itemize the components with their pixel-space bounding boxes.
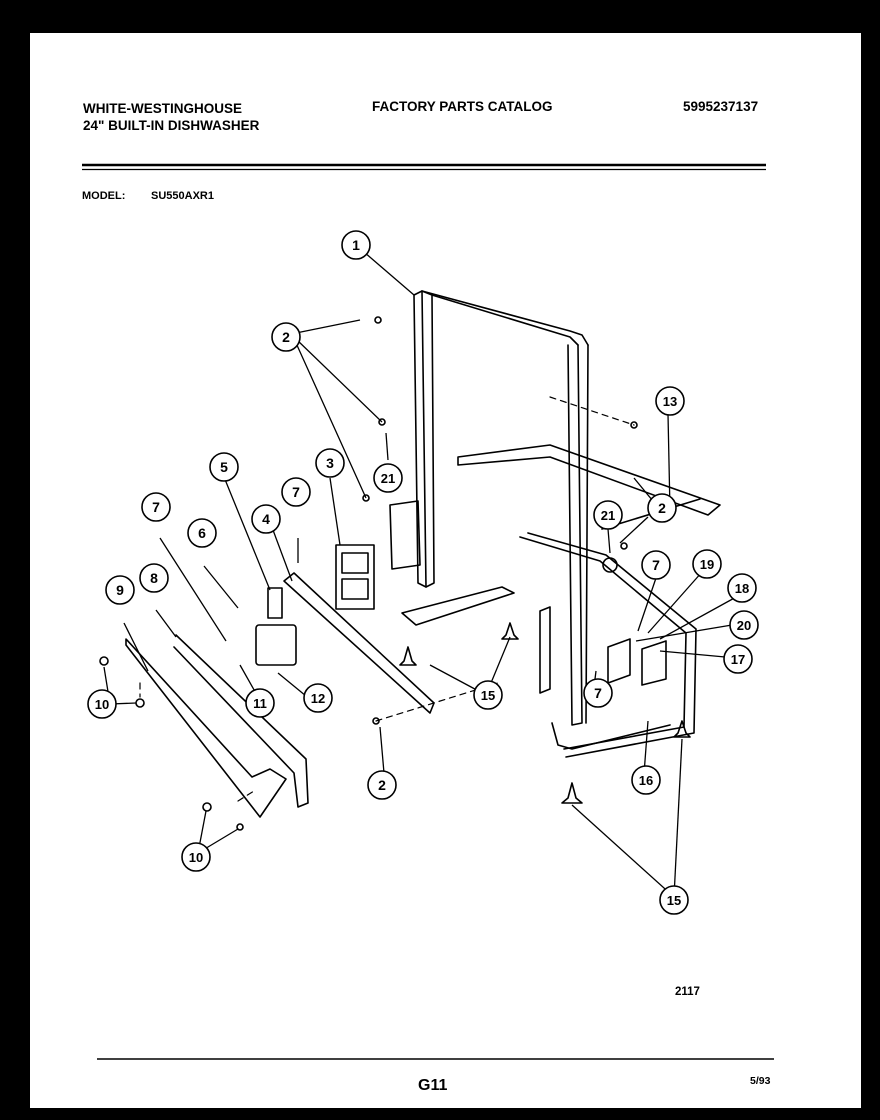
brand-name: WHITE-WESTINGHOUSE	[83, 101, 242, 116]
callout-circle	[473, 680, 503, 710]
callout-circle	[367, 770, 397, 800]
callout-6: 6	[187, 518, 217, 548]
product-name: 24" BUILT-IN DISHWASHER	[83, 118, 260, 133]
callout-number: 4	[262, 511, 270, 527]
callout-number: 16	[639, 773, 653, 788]
callout-20: 20	[729, 610, 759, 640]
callout-circle	[303, 683, 333, 713]
callout-circle	[181, 842, 211, 872]
callout-2: 2	[271, 322, 301, 352]
callout-circle	[647, 493, 677, 523]
model-label: MODEL:	[82, 190, 126, 202]
model-value: SU550AXR1	[151, 190, 214, 202]
callout-10: 10	[87, 689, 117, 719]
callout-7: 7	[281, 477, 311, 507]
callout-circle	[245, 688, 275, 718]
callout-8: 8	[139, 563, 169, 593]
callout-circle	[141, 492, 171, 522]
callout-circle	[641, 550, 671, 580]
callout-7: 7	[141, 492, 171, 522]
exploded-parts-diagram: 1222345677778910101112131515161718192021…	[82, 163, 774, 1060]
callout-number: 10	[189, 850, 203, 865]
callout-circle	[583, 678, 613, 708]
callout-number: 2	[282, 329, 290, 345]
callout-circle	[631, 765, 661, 795]
callout-number: 15	[667, 893, 681, 908]
callout-number: 12	[311, 691, 325, 706]
callout-15: 15	[659, 885, 689, 915]
callout-7: 7	[641, 550, 671, 580]
callout-circle	[593, 500, 623, 530]
callout-number: 7	[292, 484, 300, 500]
page-label: G11	[418, 1077, 448, 1094]
brand-block: WHITE-WESTINGHOUSE 24" BUILT-IN DISHWASH…	[83, 100, 259, 134]
callout-7: 7	[583, 678, 613, 708]
callout-circle	[729, 610, 759, 640]
catalog-title: FACTORY PARTS CATALOG	[372, 99, 553, 114]
callout-number: 13	[663, 394, 677, 409]
callout-circle	[281, 477, 311, 507]
callout-number: 10	[95, 697, 109, 712]
callout-12: 12	[303, 683, 333, 713]
callout-circle	[341, 230, 371, 260]
callout-number: 17	[731, 652, 745, 667]
callout-number: 8	[150, 570, 158, 586]
callout-number: 9	[116, 582, 124, 598]
callout-number: 7	[652, 557, 660, 573]
callout-13: 13	[655, 386, 685, 416]
callout-number: 19	[700, 557, 714, 572]
callout-number: 15	[481, 688, 495, 703]
revision-date: 5/93	[750, 1075, 771, 1087]
callout-number: 5	[220, 459, 228, 475]
callout-number: 18	[735, 581, 749, 596]
callout-18: 18	[727, 573, 757, 603]
callout-circle	[271, 322, 301, 352]
catalog-sheet: WHITE-WESTINGHOUSE 24" BUILT-IN DISHWASH…	[30, 33, 861, 1108]
callout-circle	[187, 518, 217, 548]
callout-circle	[723, 644, 753, 674]
callout-number: 11	[253, 696, 267, 711]
callout-9: 9	[105, 575, 135, 605]
callout-19: 19	[692, 549, 722, 579]
callout-number: 6	[198, 525, 206, 541]
callout-4: 4	[251, 504, 281, 534]
callout-circle	[373, 463, 403, 493]
callout-circle	[87, 689, 117, 719]
callout-10: 10	[181, 842, 211, 872]
callout-number: 1	[352, 237, 360, 253]
callout-number: 2	[378, 777, 386, 793]
callout-circle	[692, 549, 722, 579]
callout-circle	[209, 452, 239, 482]
callout-number: 3	[326, 455, 334, 471]
callout-circle	[105, 575, 135, 605]
callout-3: 3	[315, 448, 345, 478]
callout-circle	[659, 885, 689, 915]
callout-number: 2	[658, 500, 666, 516]
callout-number: 7	[594, 685, 602, 701]
callout-11: 11	[245, 688, 275, 718]
callout-21: 21	[593, 500, 623, 530]
callout-circle	[655, 386, 685, 416]
callout-2: 2	[647, 493, 677, 523]
callout-circle	[251, 504, 281, 534]
callout-circle	[139, 563, 169, 593]
callout-21: 21	[373, 463, 403, 493]
figure-number: 2117	[675, 986, 700, 998]
callout-circle	[315, 448, 345, 478]
callout-16: 16	[631, 765, 661, 795]
catalog-part-number: 5995237137	[683, 99, 759, 114]
callout-17: 17	[723, 644, 753, 674]
callout-2: 2	[367, 770, 397, 800]
callout-5: 5	[209, 452, 239, 482]
callout-number: 20	[737, 618, 751, 633]
callout-15: 15	[473, 680, 503, 710]
callout-number: 21	[601, 508, 615, 523]
callout-circle	[727, 573, 757, 603]
callout-1: 1	[341, 230, 371, 260]
callout-number: 7	[152, 499, 160, 515]
callout-number: 21	[381, 471, 395, 486]
